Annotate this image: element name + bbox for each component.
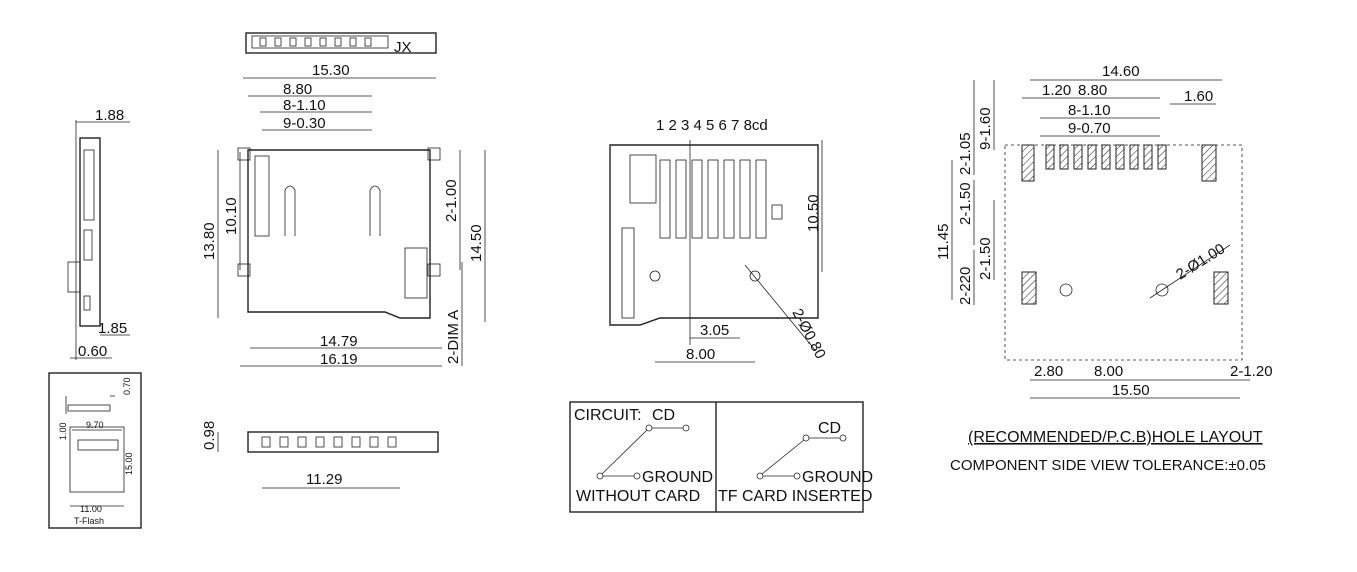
top-dim-8-80: 8.80 bbox=[283, 81, 312, 98]
pcb-hole-layout: 14.60 1.20 8.80 1.60 8-1.10 9-0.70 2-1.0… bbox=[935, 63, 1273, 474]
pcb-dim-14-60: 14.60 bbox=[1102, 63, 1140, 80]
bottom-dim-11-29: 11.29 bbox=[306, 471, 342, 488]
pin-dim-10-50: 10.50 bbox=[805, 194, 822, 232]
circuit-box: CIRCUIT: CD GROUND WITHOUT CARD CD GROUN… bbox=[569, 401, 873, 513]
pcb-dim-1-20: 1.20 bbox=[1042, 82, 1071, 99]
pcb-dim-8-80: 8.80 bbox=[1078, 82, 1107, 99]
pcb-caption-hole-layout: (RECOMMENDED/P.C.B)HOLE LAYOUT bbox=[968, 429, 1263, 446]
pin-dim-8-00: 8.00 bbox=[686, 346, 715, 363]
circuit-tf-card-inserted: TF CARD INSERTED bbox=[718, 488, 872, 505]
inset-dim-11-00: 11.00 bbox=[80, 504, 102, 514]
pcb-dim-2-80: 2.80 bbox=[1034, 363, 1063, 380]
main-dim-2-1-00: 2-1.00 bbox=[443, 179, 460, 222]
main-dim-10-10: 10.10 bbox=[223, 197, 240, 235]
inset-dim-0-70: 0.70 bbox=[122, 377, 132, 395]
inset-name: T-Flash bbox=[74, 516, 104, 526]
main-dim-14-50: 14.50 bbox=[468, 224, 485, 262]
pin-view: 1 2 3 4 5 6 7 8cd 10.50 3.05 8.00 2-Ø0.8… bbox=[609, 117, 829, 363]
main-view: 13.80 10.10 2-1.00 14.50 2-DIM A 14.79 1… bbox=[201, 147, 486, 368]
pcb-dim-8-00: 8.00 bbox=[1094, 363, 1123, 380]
top-view-mark: JX bbox=[394, 39, 412, 56]
inset-dim-15-00: 15.00 bbox=[124, 452, 134, 475]
circuit-cd-left: CD bbox=[652, 407, 675, 424]
pcb-dim-2-220: 2-220 bbox=[957, 267, 974, 305]
circuit-ground-left: GROUND bbox=[642, 469, 713, 486]
side-dim-0-60: 0.60 bbox=[78, 343, 107, 360]
pin-numbers: 1 2 3 4 5 6 7 8cd bbox=[656, 117, 768, 134]
tflash-inset: 0.70 9.70 1.00 15.00 11.00 T-Flash bbox=[48, 372, 142, 529]
bottom-view: 0.98 11.29 bbox=[201, 421, 439, 489]
bottom-dim-0-98: 0.98 bbox=[201, 421, 218, 450]
main-dim-16-19: 16.19 bbox=[320, 351, 358, 368]
pcb-dim-2-1-05: 2-1.05 bbox=[957, 132, 974, 175]
top-dim-9-0-30: 9-0.30 bbox=[283, 115, 326, 132]
pin-dim-hole: 2-Ø0.80 bbox=[788, 306, 828, 362]
pcb-dim-11-45: 11.45 bbox=[935, 224, 952, 260]
side-dim-1-85: 1.85 bbox=[98, 320, 127, 337]
inset-dim-1-00: 1.00 bbox=[58, 422, 68, 440]
main-dim-14-79: 14.79 bbox=[320, 333, 358, 350]
top-dim-15-30: 15.30 bbox=[312, 62, 350, 79]
side-view: 1.88 1.85 0.60 bbox=[67, 107, 130, 360]
pcb-dim-9-0-70: 9-0.70 bbox=[1068, 120, 1111, 137]
pcb-dim-8-1-10: 8-1.10 bbox=[1068, 102, 1111, 119]
pcb-dim-2-1-20: 2-1.20 bbox=[1230, 363, 1273, 380]
pin-dim-3-05: 3.05 bbox=[700, 322, 729, 339]
pcb-dim-1-60: 1.60 bbox=[1184, 88, 1213, 105]
main-dim-2-dim-a: 2-DIM A bbox=[445, 310, 462, 364]
side-dim-1-88: 1.88 bbox=[95, 107, 124, 124]
main-dim-13-80: 13.80 bbox=[201, 222, 218, 260]
pcb-dim-9-1-60: 9-1.60 bbox=[977, 107, 994, 150]
circuit-title: CIRCUIT: bbox=[574, 407, 642, 424]
top-dim-8-1-10: 8-1.10 bbox=[283, 97, 326, 114]
pcb-dim-2-1-50a: 2-1.50 bbox=[957, 182, 974, 225]
pcb-caption-tolerance: COMPONENT SIDE VIEW TOLERANCE:±0.05 bbox=[950, 457, 1266, 474]
circuit-ground-right: GROUND bbox=[802, 469, 873, 486]
circuit-without-card: WITHOUT CARD bbox=[576, 488, 700, 505]
pcb-dim-2-1-50b: 2-1.50 bbox=[977, 237, 994, 280]
top-view: JX 15.30 8.80 8-1.10 9-0.30 bbox=[243, 32, 437, 132]
circuit-cd-right: CD bbox=[818, 420, 841, 437]
inset-dim-9-70: 9.70 bbox=[86, 420, 104, 430]
pcb-dim-15-50: 15.50 bbox=[1112, 382, 1150, 399]
